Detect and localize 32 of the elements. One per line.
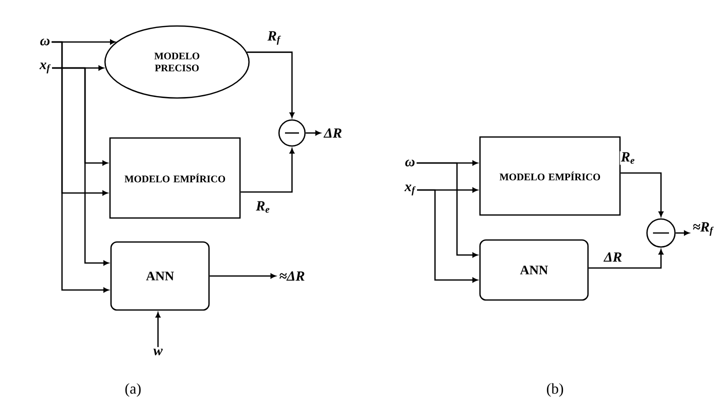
symbol-label: ω <box>40 38 50 46</box>
subtractor-circle <box>646 218 676 248</box>
symbol-label: ≈R$_{f}$ <box>693 222 714 236</box>
symbol-label: ≈ΔR <box>280 271 304 281</box>
model-box: MODELO EMPÍRICO <box>109 137 241 219</box>
arrow <box>52 41 109 292</box>
arrow <box>620 172 664 217</box>
panel-label: (a) <box>125 383 141 397</box>
edge-label: R$_{e}$ <box>254 200 272 214</box>
symbol-label: ω <box>405 160 415 166</box>
arrow <box>306 130 321 136</box>
arrow <box>416 162 478 258</box>
subtractor-circle <box>278 119 306 147</box>
edge-label: ΔR <box>602 251 624 263</box>
arrow <box>156 312 160 348</box>
edge-label: R$_{e}$ <box>620 151 636 165</box>
arrow <box>588 249 664 269</box>
symbol-label: x$_{f}$ <box>39 62 51 74</box>
arrow <box>210 274 276 278</box>
network-box: ANN <box>479 239 589 301</box>
network-box: ANN <box>110 241 210 311</box>
arrow <box>246 52 294 118</box>
panel-label: (b) <box>546 383 564 397</box>
edge-label: R$_{f}$ <box>266 30 282 46</box>
arrow <box>52 67 109 266</box>
symbol-label: w <box>153 348 163 356</box>
arrow <box>417 189 478 282</box>
arrow <box>240 148 294 193</box>
arrow <box>676 230 690 236</box>
model-box: MODELO EMPÍRICO <box>479 136 621 216</box>
symbol-label: x$_{f}$ <box>404 184 416 196</box>
symbol-label: ΔR <box>323 128 342 138</box>
